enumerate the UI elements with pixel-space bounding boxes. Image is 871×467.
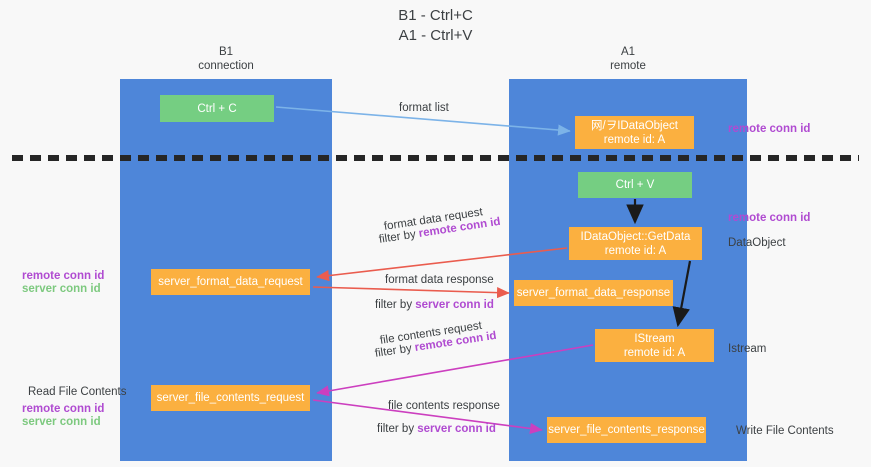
node-ctrl-c[interactable]: Ctrl + C (160, 95, 274, 122)
node-istream-line2: remote id: A (623, 346, 686, 359)
filter-key-server-conn-id: server conn id (415, 299, 494, 311)
node-ctrl-v[interactable]: Ctrl + V (578, 172, 692, 198)
diagram-title-line2: A1 - Ctrl+V (398, 27, 473, 44)
node-server-file-contents-request-label: server_file_contents_request (156, 392, 305, 404)
edge-label-file-contents-response: file contents response (388, 400, 500, 412)
node-server-file-contents-request[interactable]: server_file_contents_request (151, 385, 310, 411)
diagram-title: B1 - Ctrl+C A1 - Ctrl+V (0, 6, 871, 46)
node-idataobject[interactable]: 网/ヲIDataObject remote id: A (575, 116, 694, 149)
node-server-file-contents-response-label: server_file_contents_response (548, 424, 705, 436)
filter-prefix: filter by (375, 299, 416, 311)
edge-label-format-data-response-filter: filter by server conn id (375, 298, 494, 312)
annotation-left-read-file-contents: Read File Contents (28, 386, 127, 398)
swimlane-a1-title: A1 remote (509, 45, 747, 73)
node-idataobject-line1: 网/ヲIDataObject (591, 119, 678, 132)
node-ctrl-v-label: Ctrl + V (615, 179, 655, 191)
node-server-format-data-request[interactable]: server_format_data_request (151, 269, 310, 295)
swimlane-b1-sub: connection (198, 60, 254, 72)
swimlane-a1-name: A1 (620, 46, 636, 58)
edge-label-file-contents-response-filter: filter by server conn id (377, 422, 496, 436)
annotation-left-remote-conn-id-mid: remote conn id (22, 270, 105, 282)
phase-divider (12, 155, 859, 161)
arrow-format-data-response (312, 286, 510, 299)
annotation-left-server-conn-id-mid: server conn id (22, 283, 101, 295)
node-idataobject-line2: remote id: A (603, 133, 666, 146)
annotation-left-server-conn-id-bottom: server conn id (22, 416, 101, 428)
node-istream[interactable]: IStream remote id: A (595, 329, 714, 362)
annotation-right-remote-conn-id-mid: remote conn id (728, 212, 811, 224)
node-istream-line1: IStream (634, 332, 675, 345)
edge-label-format-list: format list (399, 102, 449, 114)
node-getdata-line2: remote id: A (604, 244, 667, 257)
node-server-format-data-request-label: server_format_data_request (158, 276, 303, 288)
filter-key-server-conn-id: server conn id (417, 423, 496, 435)
annotation-right-istream: Istream (728, 343, 767, 355)
annotation-left-remote-conn-id-bottom: remote conn id (22, 403, 105, 415)
node-server-format-data-response-label: server_format_data_response (516, 287, 671, 299)
node-server-format-data-response[interactable]: server_format_data_response (514, 280, 673, 306)
node-server-file-contents-response[interactable]: server_file_contents_response (547, 417, 706, 443)
node-getdata-line1: IDataObject::GetData (580, 230, 691, 243)
swimlane-b1-title: B1 connection (120, 45, 332, 73)
node-idataobject-getdata[interactable]: IDataObject::GetData remote id: A (569, 227, 702, 260)
node-ctrl-c-label: Ctrl + C (197, 102, 237, 115)
swimlane-a1-sub: remote (610, 60, 646, 72)
edge-label-format-data-response: format data response (385, 274, 494, 286)
swimlane-b1-name: B1 (218, 46, 234, 58)
annotation-right-write-file-contents: Write File Contents (736, 425, 834, 437)
diagram-title-line1: B1 - Ctrl+C (398, 7, 473, 24)
filter-prefix: filter by (377, 423, 418, 435)
annotation-right-dataobject: DataObject (728, 237, 786, 249)
annotation-right-remote-conn-id-top: remote conn id (728, 123, 811, 135)
